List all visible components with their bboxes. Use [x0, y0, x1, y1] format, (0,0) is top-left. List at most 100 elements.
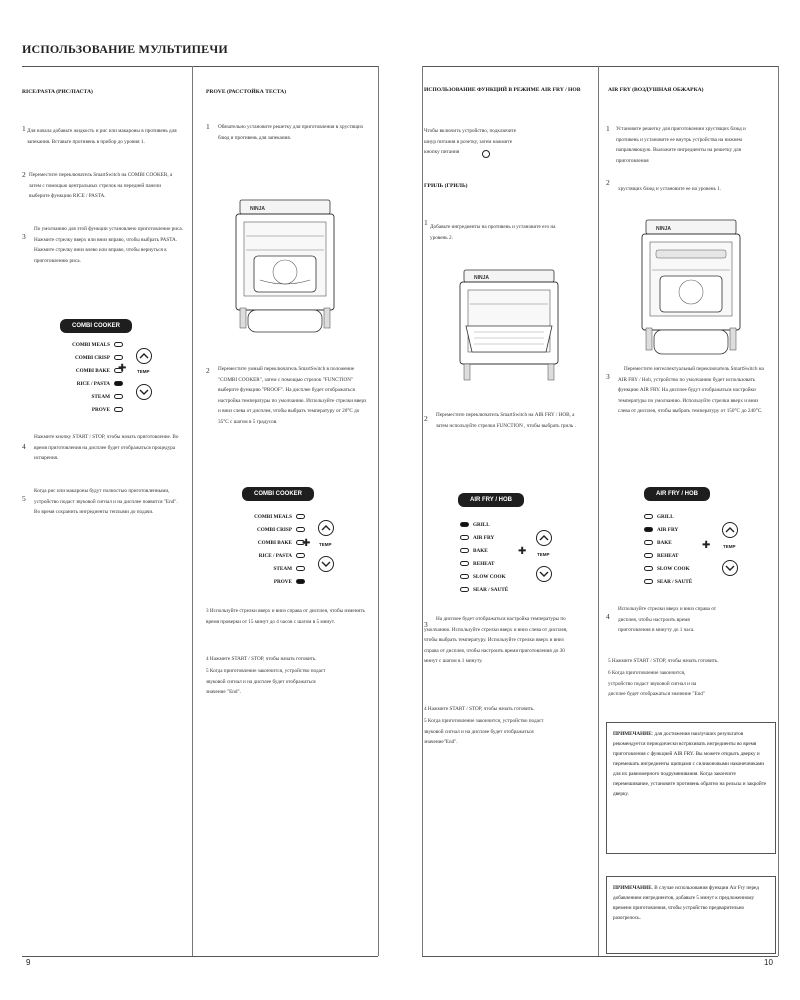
- plus-icon: ✚: [702, 540, 711, 551]
- function-row: RICE / PASTA: [248, 549, 305, 562]
- oven-illustration: NINJA: [459, 269, 559, 381]
- step-text: Переместите переключатель SmartSwitch на…: [436, 412, 576, 429]
- power-icon: [482, 150, 490, 158]
- chevron-up-icon: [139, 353, 149, 359]
- brand-logo: NINJA: [656, 226, 671, 232]
- function-label: COMBI CRISP: [74, 354, 110, 361]
- oven-illustration: NINJA: [641, 219, 741, 355]
- note-text: . В случае использования функции Air Fry…: [613, 885, 759, 921]
- indicator-off-icon: [644, 566, 653, 571]
- step-text: Добавьте ингредиенты на противень и уста…: [430, 224, 556, 241]
- control-panel-airfry: AIR FRY / HOB: [644, 482, 711, 501]
- down-arrow-button[interactable]: [722, 560, 738, 576]
- page-title: ИСПОЛЬЗОВАНИЕ МУЛЬТИПЕЧИ: [22, 42, 228, 56]
- title-rule-left: [22, 66, 378, 67]
- step-text: Нажмите кнопку START / STOP, чтобы начат…: [34, 434, 179, 461]
- function-label: AIR FRY: [657, 526, 679, 533]
- function-row: COMBI BAKE: [248, 536, 305, 549]
- up-arrow-button[interactable]: [318, 520, 334, 536]
- chevron-up-icon: [321, 525, 331, 531]
- page-number-left: 9: [26, 958, 31, 967]
- function-row: GRILL: [644, 510, 692, 523]
- indicator-off-icon: [114, 407, 123, 412]
- function-label: GRILL: [657, 513, 674, 520]
- function-row: SLOW COOK: [460, 570, 508, 583]
- step-number: 4: [606, 612, 610, 621]
- note-box: ПРИМЕЧАНИЕ. В случае использования функц…: [606, 876, 776, 954]
- step-text: 3 Используйте стрелки вверх и вниз справ…: [206, 608, 365, 625]
- indicator-off-icon: [460, 561, 469, 566]
- step-text: Обязательно установите решетку для приго…: [218, 124, 364, 141]
- function-row: PROVE: [248, 575, 305, 588]
- function-row: COMBI BAKE: [66, 364, 123, 377]
- function-row: SEAR / SAUTÉ: [644, 575, 692, 588]
- step-number: 1: [206, 122, 210, 131]
- step-number: 2: [424, 414, 428, 423]
- indicator-off-icon: [460, 548, 469, 553]
- indicator-off-icon: [460, 587, 469, 592]
- function-row: COMBI CRISP: [248, 523, 305, 536]
- indicator-on-icon: [296, 579, 305, 584]
- note-label: ПРИМЕЧАНИЕ: [613, 885, 652, 891]
- function-row: BAKE: [644, 536, 692, 549]
- intro-text: Чтобы включить устройство, подключите шн…: [424, 128, 517, 155]
- step-text: 5 Нажмите START / STOP, чтобы начать гот…: [608, 658, 719, 664]
- function-label: BAKE: [657, 539, 672, 546]
- function-label: STEAM: [91, 393, 110, 400]
- down-arrow-button[interactable]: [318, 556, 334, 572]
- function-label: COMBI BAKE: [75, 367, 110, 374]
- function-row: AIR FRY: [644, 523, 692, 536]
- function-list: GRILL AIR FRY BAKE REHEAT SLOW COOK SEAR / SA…: [644, 510, 692, 588]
- function-row: REHEAT: [460, 557, 508, 570]
- column-divider: [598, 66, 599, 956]
- section-heading: ИСПОЛЬЗОВАНИЕ ФУНКЦИЙ В РЕЖИМЕ AIR FRY /…: [424, 87, 581, 93]
- indicator-off-icon: [114, 355, 123, 360]
- footer-rule: [22, 956, 378, 957]
- function-label: SLOW COOK: [473, 573, 506, 580]
- chevron-down-icon: [139, 389, 149, 395]
- indicator-off-icon: [296, 527, 305, 532]
- function-row: BAKE: [460, 544, 508, 557]
- step-text: Когда рис или макароны будут полностью п…: [34, 488, 178, 515]
- function-label: AIR FRY: [473, 534, 495, 541]
- step-text: 5 Когда приготовление закончится, устрой…: [424, 718, 544, 745]
- indicator-off-icon: [114, 342, 123, 347]
- function-row: AIR FRY: [460, 531, 508, 544]
- step-text: 6 Когда приготовление закончится, устрой…: [608, 670, 705, 697]
- column-divider: [422, 66, 423, 956]
- indicator-off-icon: [460, 574, 469, 579]
- function-label: SLOW COOK: [657, 565, 690, 572]
- indicator-off-icon: [114, 368, 123, 373]
- indicator-on-icon: [460, 522, 469, 527]
- step-text: 4 Нажмите START / STOP, чтобы начать гот…: [424, 706, 535, 712]
- indicator-off-icon: [644, 514, 653, 519]
- step-number: 3: [424, 620, 428, 629]
- control-panel-airfry: AIR FRY / HOB: [458, 488, 525, 507]
- up-arrow-button[interactable]: [722, 522, 738, 538]
- title-rule-right: [422, 66, 778, 67]
- page-number-right: 10: [764, 958, 773, 967]
- indicator-on-icon: [644, 527, 653, 532]
- step-text: На дисплее будет отображаться настройка …: [424, 616, 568, 664]
- down-arrow-button[interactable]: [536, 566, 552, 582]
- function-row: COMBI MEALS: [248, 510, 305, 523]
- chevron-down-icon: [321, 561, 331, 567]
- panel-title: COMBI COOKER: [60, 319, 132, 333]
- step-text: По умолчанию для этой функции установлен…: [34, 226, 184, 264]
- up-arrow-button[interactable]: [136, 348, 152, 364]
- oven-illustration: NINJA: [235, 199, 335, 333]
- step-text: Для начала добавьте жидкость и рис или м…: [27, 128, 177, 145]
- step-number: 2: [606, 178, 610, 187]
- up-arrow-button[interactable]: [536, 530, 552, 546]
- chevron-down-icon: [539, 571, 549, 577]
- panel-title: COMBI COOKER: [242, 487, 314, 501]
- note-text: : для достижения наилучших результатов р…: [613, 731, 767, 797]
- function-label: REHEAT: [657, 552, 679, 559]
- step-number: 2: [22, 170, 26, 179]
- down-arrow-button[interactable]: [136, 384, 152, 400]
- function-label: REHEAT: [473, 560, 495, 567]
- brand-logo: NINJA: [250, 206, 265, 212]
- step-text: хрустящих блюд и установите ее на уровен…: [618, 186, 722, 192]
- sub-heading: ГРИЛЬ (ГРИЛЬ): [424, 183, 468, 189]
